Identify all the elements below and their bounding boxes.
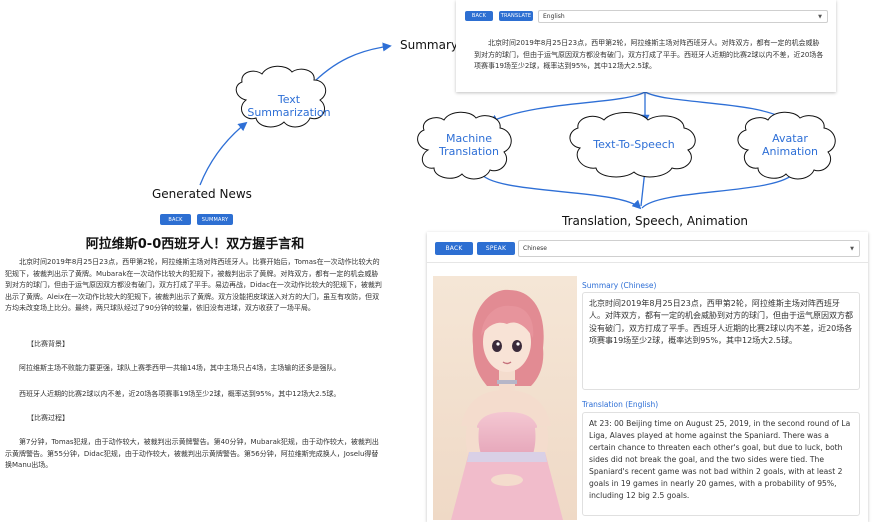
cloud-text-summarization	[235, 65, 327, 128]
summary-button[interactable]: SUMMARY	[197, 214, 233, 225]
label-text-summarization: Text Summarization	[244, 93, 334, 119]
summary-label: Summary	[400, 38, 458, 52]
cloud-machine-translation	[417, 111, 512, 180]
avatar-image	[433, 276, 577, 520]
summary-heading: Summary (Chinese)	[582, 281, 657, 290]
label-avatar-animation: Avatar Animation	[742, 132, 838, 158]
chevron-down-icon: ▼	[850, 245, 854, 252]
translation-heading: Translation (English)	[582, 400, 659, 409]
speak-button[interactable]: SPEAK	[477, 242, 515, 255]
news-back-button[interactable]: BACK	[160, 214, 191, 225]
arrow-summarization-to-summary	[309, 42, 392, 87]
article-paragraph-6: 第7分钟，Tomas犯规，由于动作较大，被裁判出示黄牌警告。第40分钟，Muba…	[5, 438, 379, 469]
arrow-news-to-summarization	[199, 121, 248, 186]
language-select[interactable]: English ▼	[538, 10, 828, 23]
article-paragraph-4: 西班牙人近期的比赛2球以内不差，近20场各项赛事19场至少2球，概率达到95%，…	[19, 390, 341, 398]
label-line-1: Avatar	[772, 132, 808, 145]
arrow-translation-to-output	[479, 171, 642, 210]
cloud-text-to-speech	[569, 112, 696, 178]
generated-news-label: Generated News	[152, 187, 252, 201]
article-paragraph-2: 【比赛背景】	[27, 340, 69, 348]
article-title: 阿拉维斯0-0西班牙人！双方握手言和	[85, 237, 305, 252]
translation-box: At 23: 00 Beijing time on August 25, 201…	[582, 412, 860, 516]
label-line-2: Animation	[761, 145, 819, 158]
header-divider	[427, 262, 868, 263]
language-value: English	[543, 13, 565, 20]
back-button[interactable]: BACK	[465, 11, 493, 21]
speech-language-select[interactable]: Chinese ▼	[518, 240, 860, 257]
chevron-down-icon: ▼	[818, 13, 822, 20]
output-label: Translation, Speech, Animation	[562, 214, 749, 228]
arrow-animation-to-output	[641, 171, 796, 209]
summary-panel: BACK TRANSLATE English ▼ 北京时间2019年8月25日2…	[456, 0, 836, 92]
label-line-1: Text-To-Speech	[593, 138, 675, 151]
label-line-2: Translation	[439, 145, 499, 158]
arrows	[199, 42, 796, 210]
arrow-summary-to-translation	[488, 91, 646, 124]
translate-button[interactable]: TRANSLATE	[499, 11, 533, 21]
label-text-to-speech: Text-To-Speech	[574, 138, 694, 151]
label-machine-translation: Machine Translation	[424, 132, 514, 158]
article-paragraph-1: 北京时间2019年8月25日23点，西甲第2轮，阿拉维斯主场对阵西班牙人。比赛开…	[5, 258, 382, 312]
summary-text: 北京时间2019年8月25日23点，西甲第2轮，阿拉维斯主场对阵西班牙人。对阵双…	[474, 39, 824, 70]
label-line-2: Summarization	[247, 106, 331, 119]
speech-language-value: Chinese	[523, 245, 547, 252]
summary-box: 北京时间2019年8月25日23点，西甲第2轮，阿拉维斯主场对阵西班牙人。对阵双…	[582, 292, 860, 390]
cloud-avatar-animation	[737, 111, 836, 180]
avatar-back-button[interactable]: BACK	[435, 242, 473, 255]
avatar-panel: BACK SPEAK Chinese ▼	[427, 232, 868, 522]
article-paragraph-3: 阿拉维斯主场不败能力要更强，球队上赛季西甲一共输14场，其中主场只占4场，主场输…	[19, 364, 341, 372]
label-line-1: Machine	[445, 132, 493, 145]
label-line-1: Text	[277, 93, 301, 106]
article-paragraph-5: 【比赛过程】	[27, 414, 69, 422]
